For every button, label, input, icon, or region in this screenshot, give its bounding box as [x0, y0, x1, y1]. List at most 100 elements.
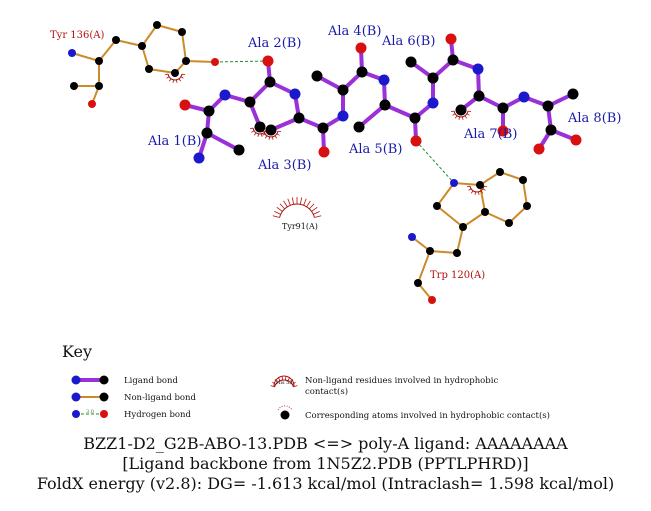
hydrogen-bonds	[214, 60, 455, 184]
non-ligand-bond	[436, 182, 455, 207]
carbon-atom	[70, 82, 78, 90]
non-ligand-bond	[185, 60, 216, 63]
carbon-atom	[455, 104, 467, 116]
carbon-atom	[433, 202, 441, 210]
oxygen-atom	[318, 146, 330, 158]
carbon-atom	[99, 375, 109, 385]
non-ligand-bond	[98, 39, 117, 62]
non-ligand-bond	[508, 205, 528, 224]
key-hydrophobic-residues-label-2: contact(s)	[305, 386, 348, 397]
carbon-atom	[265, 124, 277, 136]
nitrogen-atom	[72, 410, 80, 418]
non-ligand-bond	[453, 182, 481, 186]
nitrogen-atom	[219, 89, 231, 101]
carbon-atom	[542, 100, 554, 112]
non-ligand-bond	[181, 31, 187, 62]
non-ligand-bond	[148, 68, 176, 74]
carbon-atom	[496, 168, 504, 176]
key-hydrophobic-residues: His 53 Non-ligand residues involved in h…	[273, 375, 498, 397]
key-hbond-length-sample: 3.0	[86, 409, 94, 415]
nitrogen-atom	[68, 49, 76, 57]
key-nonligand-bond-label: Non-ligand bond	[124, 393, 196, 403]
oxygen-atom	[179, 99, 191, 111]
carbon-atom	[405, 56, 417, 68]
nitrogen-atom	[337, 110, 349, 122]
carbon-atom	[409, 112, 421, 124]
carbon-atom	[476, 181, 484, 189]
carbon-atom	[427, 72, 439, 84]
hydrophobic-atom-contact-icon	[165, 73, 185, 83]
carbon-atom	[426, 247, 434, 255]
carbon-atom	[203, 105, 215, 117]
nitrogen-atom	[472, 63, 484, 75]
non-ligand-bond	[456, 226, 464, 254]
hydrophobic-arc-icon	[273, 375, 295, 387]
carbon-atom	[171, 69, 179, 77]
carbon-atom	[317, 122, 329, 134]
carbon-atom	[545, 124, 557, 136]
carbon-atom	[447, 54, 459, 66]
non-ligand-bond	[141, 45, 150, 70]
carbon-atom	[95, 82, 103, 90]
ligand-label-ala5: Ala 5(B)	[348, 142, 402, 157]
carbon-atom	[293, 112, 305, 124]
carbon-atom	[95, 57, 103, 65]
nitrogen-atom	[518, 91, 530, 103]
oxygen-atom	[428, 296, 436, 304]
hydrogen-bond	[415, 140, 455, 184]
ligand-bond	[205, 131, 241, 152]
nitrogen-atom	[289, 88, 301, 100]
carbon-atom	[178, 28, 186, 36]
caption-line-3: FoldX energy (v2.8): DG= -1.613 kcal/mol…	[36, 474, 615, 493]
key-nonligand-bond: Non-ligand bond	[71, 392, 196, 403]
carbon-atom	[453, 249, 461, 257]
nitrogen-atom	[71, 375, 81, 385]
key-hydrogen-bond-label: Hydrogen bond	[124, 410, 192, 420]
oxygen-atom	[88, 100, 96, 108]
nitrogen-atom	[408, 233, 416, 241]
non-ligand-bond	[71, 52, 100, 62]
carbon-atom	[153, 21, 161, 29]
non-ligand-bond	[522, 179, 528, 207]
hydrophobic-contacts	[165, 73, 487, 388]
carbon-atom	[497, 102, 509, 114]
caption-line-2: [Ligand backbone from 1N5Z2.PDB (PPTLPHR…	[122, 454, 529, 473]
hydrophobic-atom-contact-icon	[467, 185, 487, 195]
hydrogen-bond	[214, 60, 269, 63]
oxygen-atom	[497, 125, 509, 137]
ligand-label-ala3: Ala 3(B)	[257, 158, 311, 173]
nitrogen-atom	[378, 74, 390, 86]
atoms	[68, 21, 582, 304]
non-ligand-bond	[462, 211, 486, 228]
key-hydrogen-bond: 3.0 Hydrogen bond	[72, 409, 192, 420]
carbon-atom	[353, 121, 365, 133]
nitrogen-atom	[450, 179, 458, 187]
carbon-atom	[244, 96, 256, 108]
key-title: Key	[62, 342, 92, 361]
caption-line-1: BZZ1-D2_G2B-ABO-13.PDB <=> poly-A ligand…	[83, 434, 568, 453]
non-ligand-bond	[429, 250, 458, 254]
key-hydrophobic-residues-label: Non-ligand residues involved in hydropho…	[305, 376, 498, 386]
non-ligand-bond	[499, 171, 524, 181]
carbon-atom	[201, 127, 213, 139]
residue-label-tyr91: Tyr91(A)	[282, 222, 318, 231]
carbon-atom	[459, 223, 467, 231]
carbon-atom	[254, 121, 266, 133]
carbon-atom	[280, 410, 290, 420]
ligplot-diagram: Tyr 136(A) Trp 120(A) Tyr91(A) Ala 1(B) …	[50, 21, 621, 421]
residue-label-tyr136: Tyr 136(A)	[50, 30, 104, 41]
non-ligand-bond	[115, 39, 143, 47]
oxygen-atom	[410, 135, 422, 147]
carbon-atom	[145, 65, 153, 73]
ligand-label-ala6: Ala 6(B)	[381, 34, 435, 49]
oxygen-atom	[262, 55, 274, 67]
key-legend: Key Ligand bond Non-ligand bond 3.0 Hydr…	[62, 342, 550, 421]
carbon-atom	[112, 36, 120, 44]
residue-label-trp120: Trp 120(A)	[430, 270, 485, 281]
non-ligand-bond	[479, 184, 486, 213]
carbon-atom	[473, 90, 485, 102]
key-hydrophobic-sample: His 53	[276, 380, 292, 386]
nitrogen-atom	[193, 152, 205, 164]
ligand-label-ala2: Ala 2(B)	[247, 36, 301, 51]
non-ligand-bond	[417, 250, 431, 284]
